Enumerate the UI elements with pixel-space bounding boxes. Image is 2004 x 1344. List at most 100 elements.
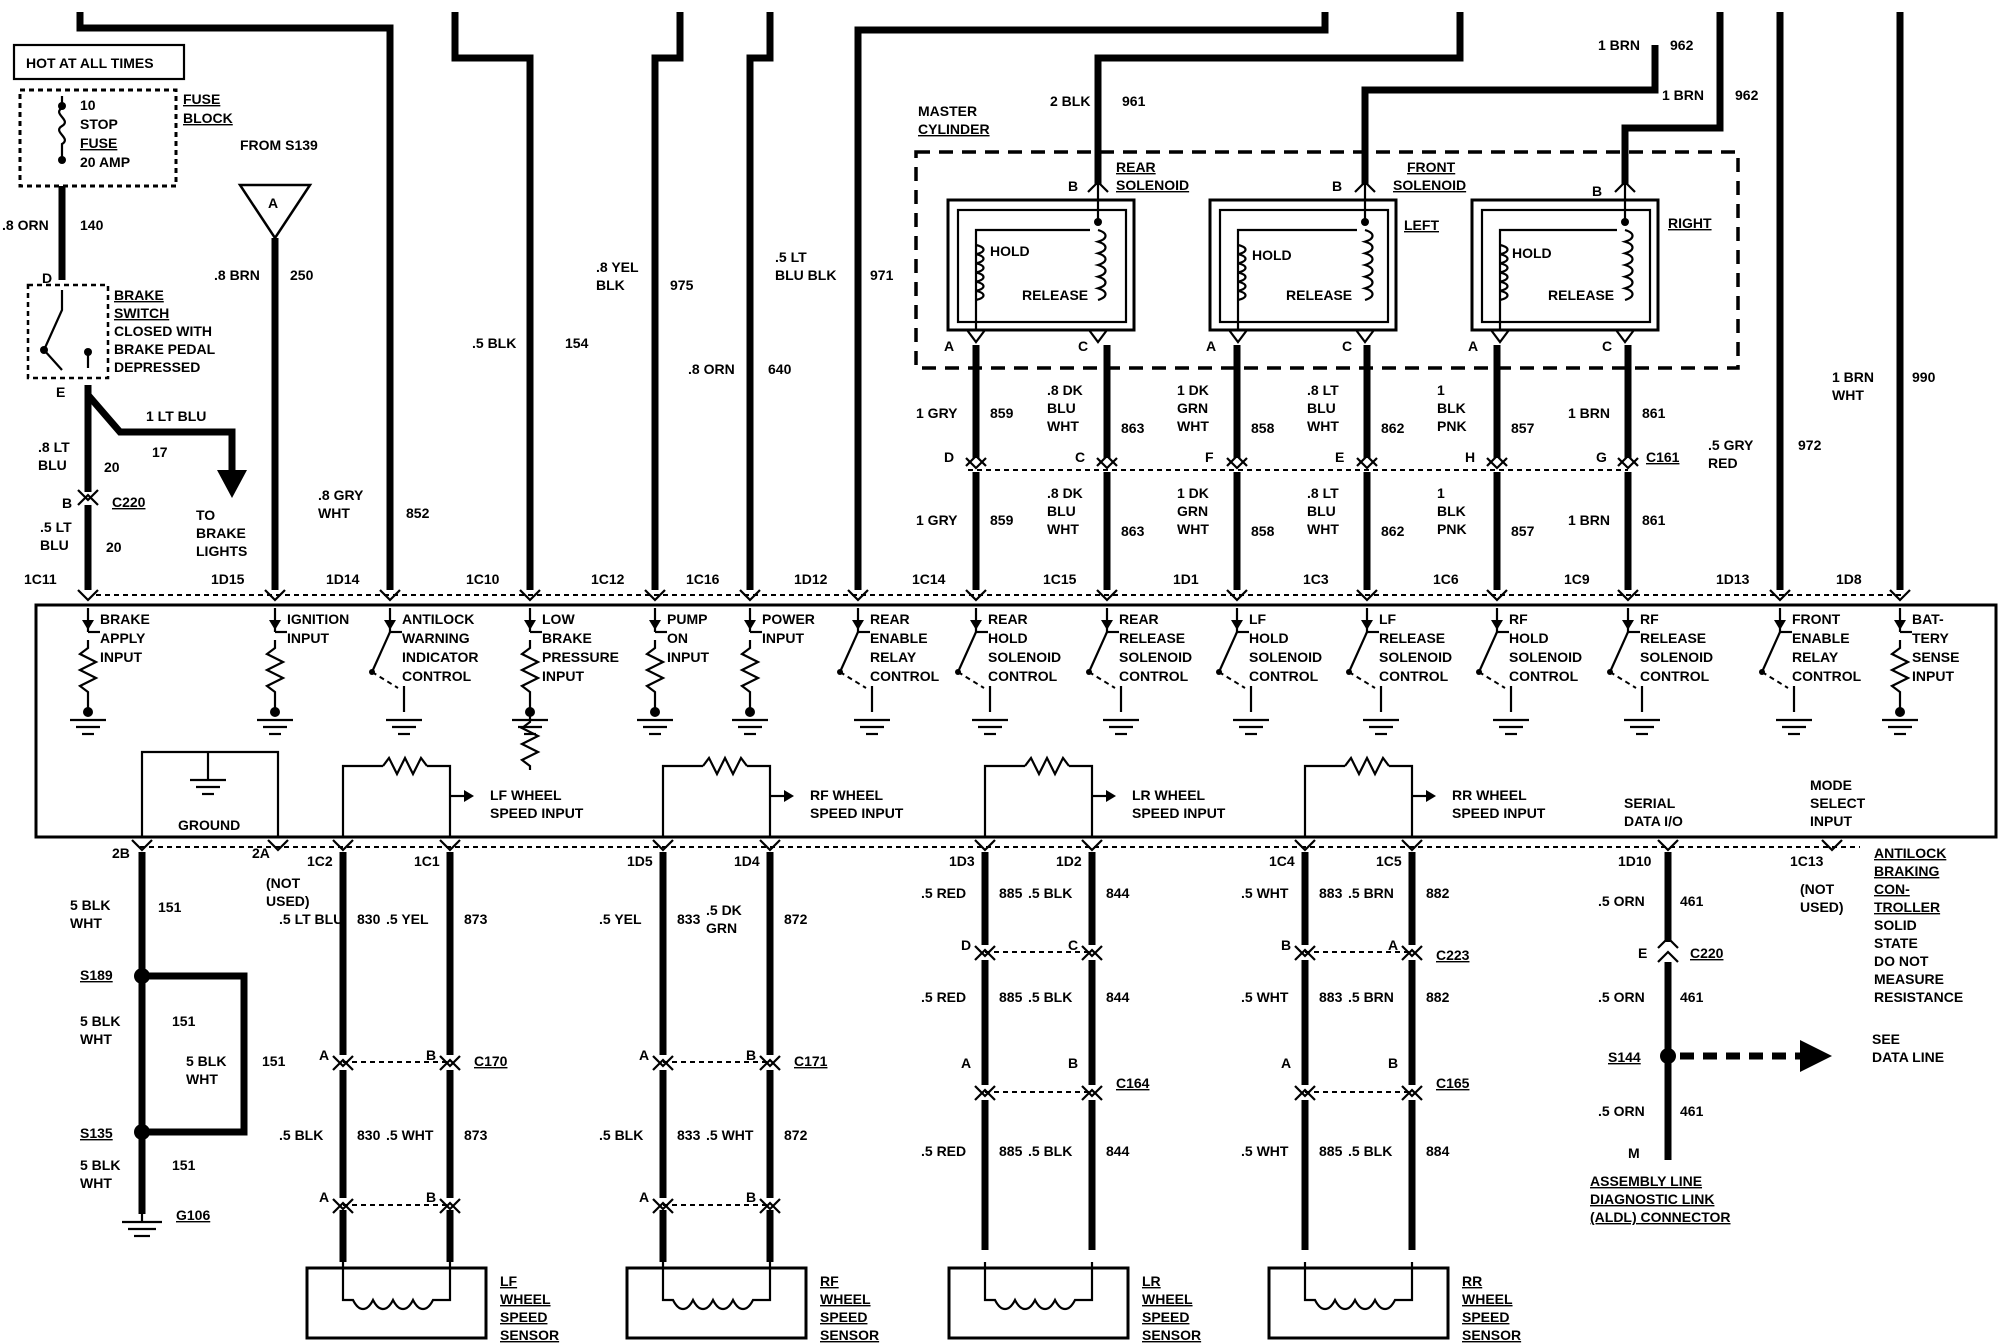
controller-input-label: CONTROL xyxy=(1640,668,1710,684)
sensor-wire-circuit: 884 xyxy=(1426,1143,1450,1159)
wire-962-right-circuit: 962 xyxy=(1670,37,1694,53)
pin-1C16: 1C16 xyxy=(686,571,761,602)
sensor-pin-label: 1C2 xyxy=(307,853,333,869)
sensor-label: WHEEL xyxy=(500,1291,551,1307)
wire-975-color-1: .8 YEL xyxy=(596,259,639,275)
pin-label: 1C6 xyxy=(1433,571,1459,587)
solenoid-wire-pin: E xyxy=(1335,449,1344,465)
controller-input-label: CONTROL xyxy=(870,668,940,684)
wire-154-circuit: 154 xyxy=(565,335,589,351)
sensor-wire-color: .5 BRN xyxy=(1348,989,1394,1005)
solenoid-wire-color: WHT xyxy=(1177,418,1209,434)
wire-971-circuit: 971 xyxy=(870,267,894,283)
sensor-label: SPEED xyxy=(820,1309,867,1325)
sensor-conn-pin: B xyxy=(746,1189,756,1205)
controller-input-label: BAT- xyxy=(1912,611,1944,627)
pin-label: 1C16 xyxy=(686,571,720,587)
svg-text:BRAKE: BRAKE xyxy=(196,525,246,541)
wire-20-upper-circuit: 20 xyxy=(104,459,120,475)
serial-data-label: SERIAL DATA I/O xyxy=(1624,795,1683,829)
sensor-wire-circuit: 873 xyxy=(464,911,488,927)
controller-name-label: ANTILOCK BRAKING CON- TROLLER SOLID STAT… xyxy=(1874,845,1963,1005)
wire-640-color: .8 ORN xyxy=(688,361,735,377)
wire-151-b-color-2: WHT xyxy=(80,1031,112,1047)
master-cylinder-box xyxy=(914,150,1740,370)
lf-pin-b: B xyxy=(1332,178,1342,194)
controller-input-label: INPUT xyxy=(287,630,329,646)
wire-971-color-1: .5 LT xyxy=(775,249,807,265)
controller-input-label: BRAKE xyxy=(542,630,592,646)
sensor-wire-circuit: 883 xyxy=(1319,989,1343,1005)
sensor-pin-label: 1D3 xyxy=(949,853,975,869)
svg-text:INPUT: INPUT xyxy=(1810,813,1852,829)
c220-label: C220 xyxy=(112,494,146,510)
wire-990-color-2: WHT xyxy=(1832,387,1864,403)
pin-2a-symbol xyxy=(267,839,289,852)
sensor-label: SENSOR xyxy=(820,1327,879,1343)
wire-990-color-1: 1 BRN xyxy=(1832,369,1874,385)
right-front-solenoid: RIGHT HOLD RELEASE A B C xyxy=(1468,183,1712,354)
from-splice-label: FROM S139 xyxy=(240,137,318,153)
pin-2a-label: 2A xyxy=(252,845,270,861)
ground-label: GROUND xyxy=(178,817,240,833)
solenoid-wire-color: BLU xyxy=(1307,503,1336,519)
sensor-wire-circuit: 844 xyxy=(1106,885,1130,901)
wire-140-circuit: 140 xyxy=(80,217,104,233)
solenoid-wire-color: 1 xyxy=(1437,382,1445,398)
controller-input-label: INDICATOR xyxy=(402,649,478,665)
lf-hold-label: HOLD xyxy=(1252,247,1292,263)
svg-text:RESISTANCE: RESISTANCE xyxy=(1874,989,1963,1005)
controller-input-label: WARNING xyxy=(402,630,470,646)
solenoid-wire-color: WHT xyxy=(1047,418,1079,434)
sensor-wire-color: .5 WHT xyxy=(1241,989,1289,1005)
solenoid-wire-color: 1 GRY xyxy=(916,512,958,528)
pin-label: 1D15 xyxy=(211,571,245,587)
solenoid-wire-pin: C xyxy=(1075,449,1085,465)
pin-label: 1D13 xyxy=(1716,571,1750,587)
svg-text:BRAKING: BRAKING xyxy=(1874,863,1939,879)
controller-input-label: BRAKE xyxy=(100,611,150,627)
fuse-block-label-1: FUSE xyxy=(183,91,220,107)
wire-975-color-2: BLK xyxy=(596,277,625,293)
speed-input-label: RR WHEEL xyxy=(1452,787,1527,803)
sensor-conn-label: C170 xyxy=(474,1053,508,1069)
sensor-conn-pin: B xyxy=(426,1047,436,1063)
speed-input-label: LF WHEEL xyxy=(490,787,562,803)
sensor-wire-circuit: 830 xyxy=(357,1127,381,1143)
controller-input-label: LF xyxy=(1249,611,1267,627)
brake-switch-pivot xyxy=(40,346,48,354)
svg-text:TO: TO xyxy=(196,507,215,523)
solenoid-wire-color: .8 LT xyxy=(1307,382,1339,398)
solenoid-wire-color: 1 BRN xyxy=(1568,512,1610,528)
controller-input-label: IGNITION xyxy=(287,611,349,627)
wire-154-color: .5 BLK xyxy=(472,335,516,351)
sensor-conn-pin: A xyxy=(639,1047,649,1063)
wire-151-d-color-2: WHT xyxy=(80,1175,112,1191)
pin-label: 1C3 xyxy=(1303,571,1329,587)
fuse-name: STOP xyxy=(80,116,118,132)
solenoid-wire-circuit: 861 xyxy=(1642,405,1666,421)
wire-17-circuit: 17 xyxy=(152,444,168,460)
sensor-conn-pin: B xyxy=(746,1047,756,1063)
controller-input-label: RELAY xyxy=(870,649,917,665)
ref-a-label: A xyxy=(268,195,278,211)
fuse-number: 10 xyxy=(80,97,96,113)
pin-1d10-label: 1D10 xyxy=(1618,853,1652,869)
sensor-label: SENSOR xyxy=(1142,1327,1201,1343)
sensor-wire-color: .5 LT BLU xyxy=(279,911,343,927)
sensor-pin-label: 1C5 xyxy=(1376,853,1402,869)
wire-17-color: 1 LT BLU xyxy=(146,408,206,424)
sensor-label: LR xyxy=(1142,1273,1161,1289)
sensor-wire-circuit: 873 xyxy=(464,1127,488,1143)
sensor-conn-label: C171 xyxy=(794,1053,828,1069)
pin-1C6: 1C6 xyxy=(1433,571,1508,602)
sensor-conn-pin: A xyxy=(1388,937,1398,953)
svg-text:BRAKE: BRAKE xyxy=(114,287,164,303)
